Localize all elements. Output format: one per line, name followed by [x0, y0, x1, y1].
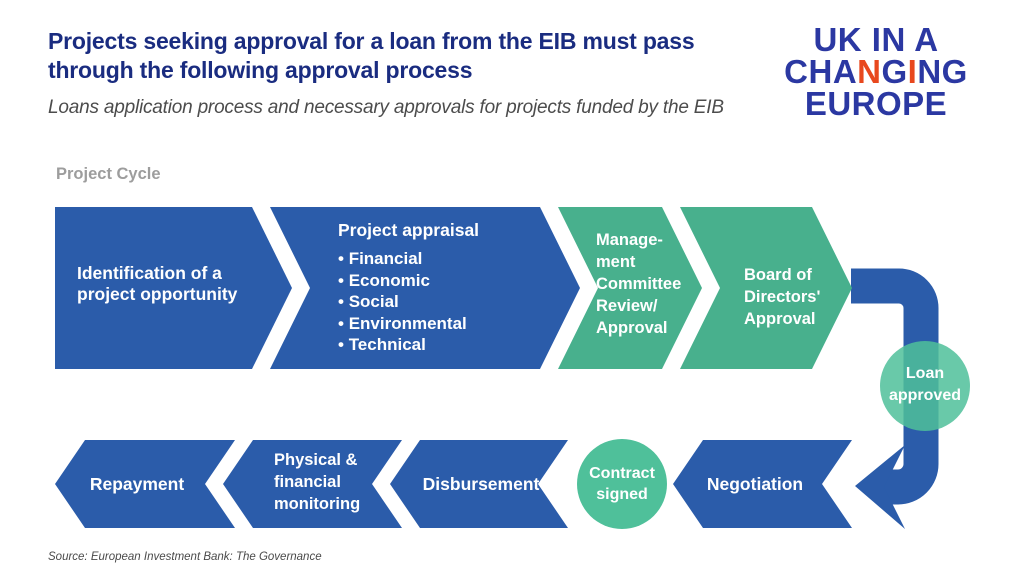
appraisal-item-technical: Technical: [338, 334, 528, 356]
monitoring-label: Physical & financial monitoring: [274, 451, 361, 513]
project-cycle-label: Project Cycle: [56, 165, 161, 183]
project-appraisal-block: Project appraisal Financial Economic Soc…: [338, 220, 528, 356]
contract-signed-circle: [577, 439, 667, 529]
identification-label: Identification of a project opportunity: [77, 263, 238, 304]
negotiation-label: Negotiation: [706, 473, 804, 494]
project-appraisal-title: Project appraisal: [338, 220, 480, 240]
logo-line2-red-i: I: [907, 53, 918, 90]
project-appraisal-list: Financial Economic Social Environmental …: [338, 248, 528, 356]
appraisal-item-financial: Financial: [338, 248, 528, 270]
logo-line-1: UK IN A: [813, 21, 939, 58]
appraisal-item-social: Social: [338, 291, 528, 313]
chevron-disbursement: [390, 440, 568, 528]
chevron-management-committee: [558, 207, 702, 369]
loan-approved-label: Loan approved: [888, 365, 961, 404]
board-of-directors-label: Board of Directors' Approval: [744, 266, 821, 328]
chevron-monitoring: [223, 440, 402, 528]
logo-line-3: EUROPE: [804, 85, 948, 122]
source-note: Source: European Investment Bank: The Go…: [48, 551, 322, 563]
repayment-label: Repayment: [89, 473, 185, 494]
logo-line2-red-n: N: [857, 53, 882, 90]
connector-arrowhead-icon: [855, 445, 905, 529]
chevron-negotiation: [673, 440, 852, 528]
approval-to-negotiation-connector: [851, 268, 939, 505]
appraisal-item-economic: Economic: [338, 270, 528, 292]
page-title: Projects seeking approval for a loan fro…: [48, 28, 695, 83]
appraisal-item-environmental: Environmental: [338, 313, 528, 335]
page-subtitle: Loans application process and necessary …: [48, 97, 724, 118]
loan-approved-circle: [880, 341, 970, 431]
management-committee-label: Manage- ment Committee Review/ Approval: [596, 231, 682, 337]
logo-line2-blue-a: CHA: [784, 53, 858, 90]
chevron-board-of-directors: [680, 207, 852, 369]
chevron-repayment: [55, 440, 235, 528]
disbursement-label: Disbursement: [422, 473, 540, 494]
chevron-identification: [55, 207, 292, 369]
contract-signed-label: Contract signed: [589, 465, 655, 503]
logo-line-2: CHANGING: [760, 53, 992, 90]
logo-line2-blue-ng: NG: [917, 53, 968, 90]
uk-in-a-changing-europe-logo: UK IN A CHANGING EUROPE: [760, 21, 992, 122]
logo-line2-blue-g: G: [881, 53, 908, 90]
